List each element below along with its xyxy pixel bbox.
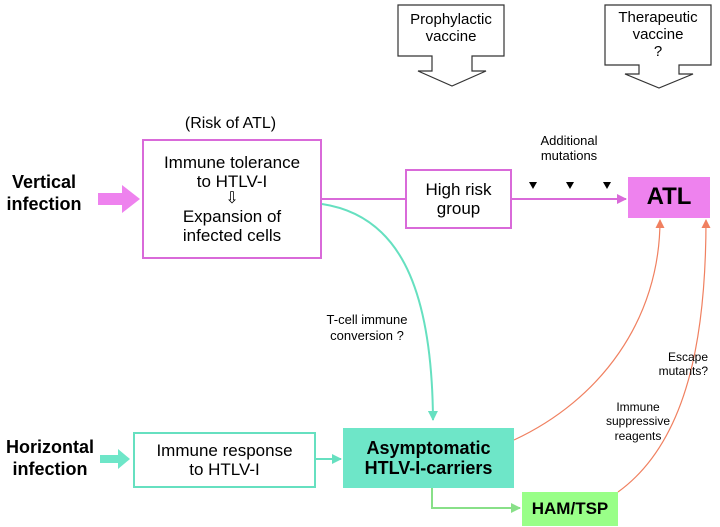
escape-line2: mutants?	[658, 364, 708, 379]
mutation-marker-2	[566, 182, 574, 189]
suppressive-reagents-arrow	[617, 219, 711, 493]
tolerance-line3: Expansion of	[182, 207, 282, 226]
horizontal-line1: Horizontal	[6, 437, 94, 457]
ham-tsp-box: HAM/TSP	[522, 492, 618, 526]
vertical-infection-arrow	[98, 185, 140, 213]
escape-line1: Escape	[667, 350, 708, 364]
therapeutic-line3: ?	[653, 42, 663, 60]
atl-label: ATL	[646, 183, 692, 211]
carriers-line1: Asymptomatic	[366, 437, 491, 458]
vertical-infection-label: Vertical infection	[0, 172, 88, 215]
prophylactic-line1: Prophylactic	[410, 11, 492, 28]
vertical-line2: infection	[6, 193, 82, 214]
tolerance-line2: to HTLV-I	[196, 171, 268, 191]
suppressive-line3: reagents	[614, 428, 662, 443]
ham-tsp-label: HAM/TSP	[531, 499, 609, 519]
tolerance-line4: infected cells	[182, 226, 282, 246]
escape-mutants-arrow	[513, 219, 665, 441]
horizontal-infection-label: Horizontal infection	[0, 437, 100, 480]
therapeutic-vaccine-callout	[604, 4, 712, 89]
vertical-line1: Vertical	[11, 172, 77, 192]
escape-mutants-note: Escape mutants?	[628, 350, 708, 379]
suppressive-reagents-note: Immune suppressive reagents	[592, 400, 684, 443]
high-risk-line2: group	[436, 199, 481, 218]
prophylactic-vaccine-label: Prophylactic vaccine	[398, 11, 504, 46]
mutations-line2: mutations	[540, 147, 598, 163]
prophylactic-line2: vaccine	[425, 27, 477, 45]
suppressive-line2: suppressive	[605, 414, 671, 429]
suppressive-line1: Immune	[616, 400, 660, 414]
therapeutic-line2: vaccine	[632, 25, 684, 43]
high-risk-line1: High risk	[425, 179, 492, 199]
carriers-line2: HTLV-I-carriers	[364, 458, 493, 478]
immune-response-box: Immune response to HTLV-I	[133, 432, 316, 488]
horizontal-line2: infection	[12, 458, 88, 479]
mutations-line1: Additional	[540, 133, 598, 148]
risk-of-atl-note: (Risk of ATL)	[184, 115, 277, 132]
additional-mutations-note: Additional mutations	[514, 133, 624, 163]
mutation-marker-1	[529, 182, 537, 189]
carriers-to-ham-arrow	[431, 488, 521, 513]
tcell-line1: T-cell immune	[326, 312, 408, 327]
therapeutic-line1: Therapeutic	[618, 9, 698, 26]
response-line2: to HTLV-I	[189, 460, 260, 479]
response-line1: Immune response	[156, 440, 293, 460]
tcell-conversion-arrow	[321, 203, 438, 421]
tcell-line2: conversion ?	[330, 328, 404, 344]
down-arrow-icon: ⇩	[225, 190, 239, 207]
mutation-marker-3	[603, 182, 611, 189]
therapeutic-vaccine-label: Therapeutic vaccine ?	[605, 9, 711, 60]
immune-tolerance-box: Immune tolerance to HTLV-I ⇩ Expansion o…	[142, 139, 322, 259]
tcell-conversion-note: T-cell immune conversion ?	[312, 312, 422, 345]
atl-box: ATL	[628, 177, 710, 218]
tolerance-line1: Immune tolerance	[163, 152, 301, 172]
high-risk-group-box: High risk group	[405, 169, 512, 229]
prophylactic-vaccine-callout	[397, 4, 505, 87]
asymptomatic-carriers-box: Asymptomatic HTLV-I-carriers	[343, 428, 514, 488]
horizontal-infection-arrow	[100, 449, 130, 469]
